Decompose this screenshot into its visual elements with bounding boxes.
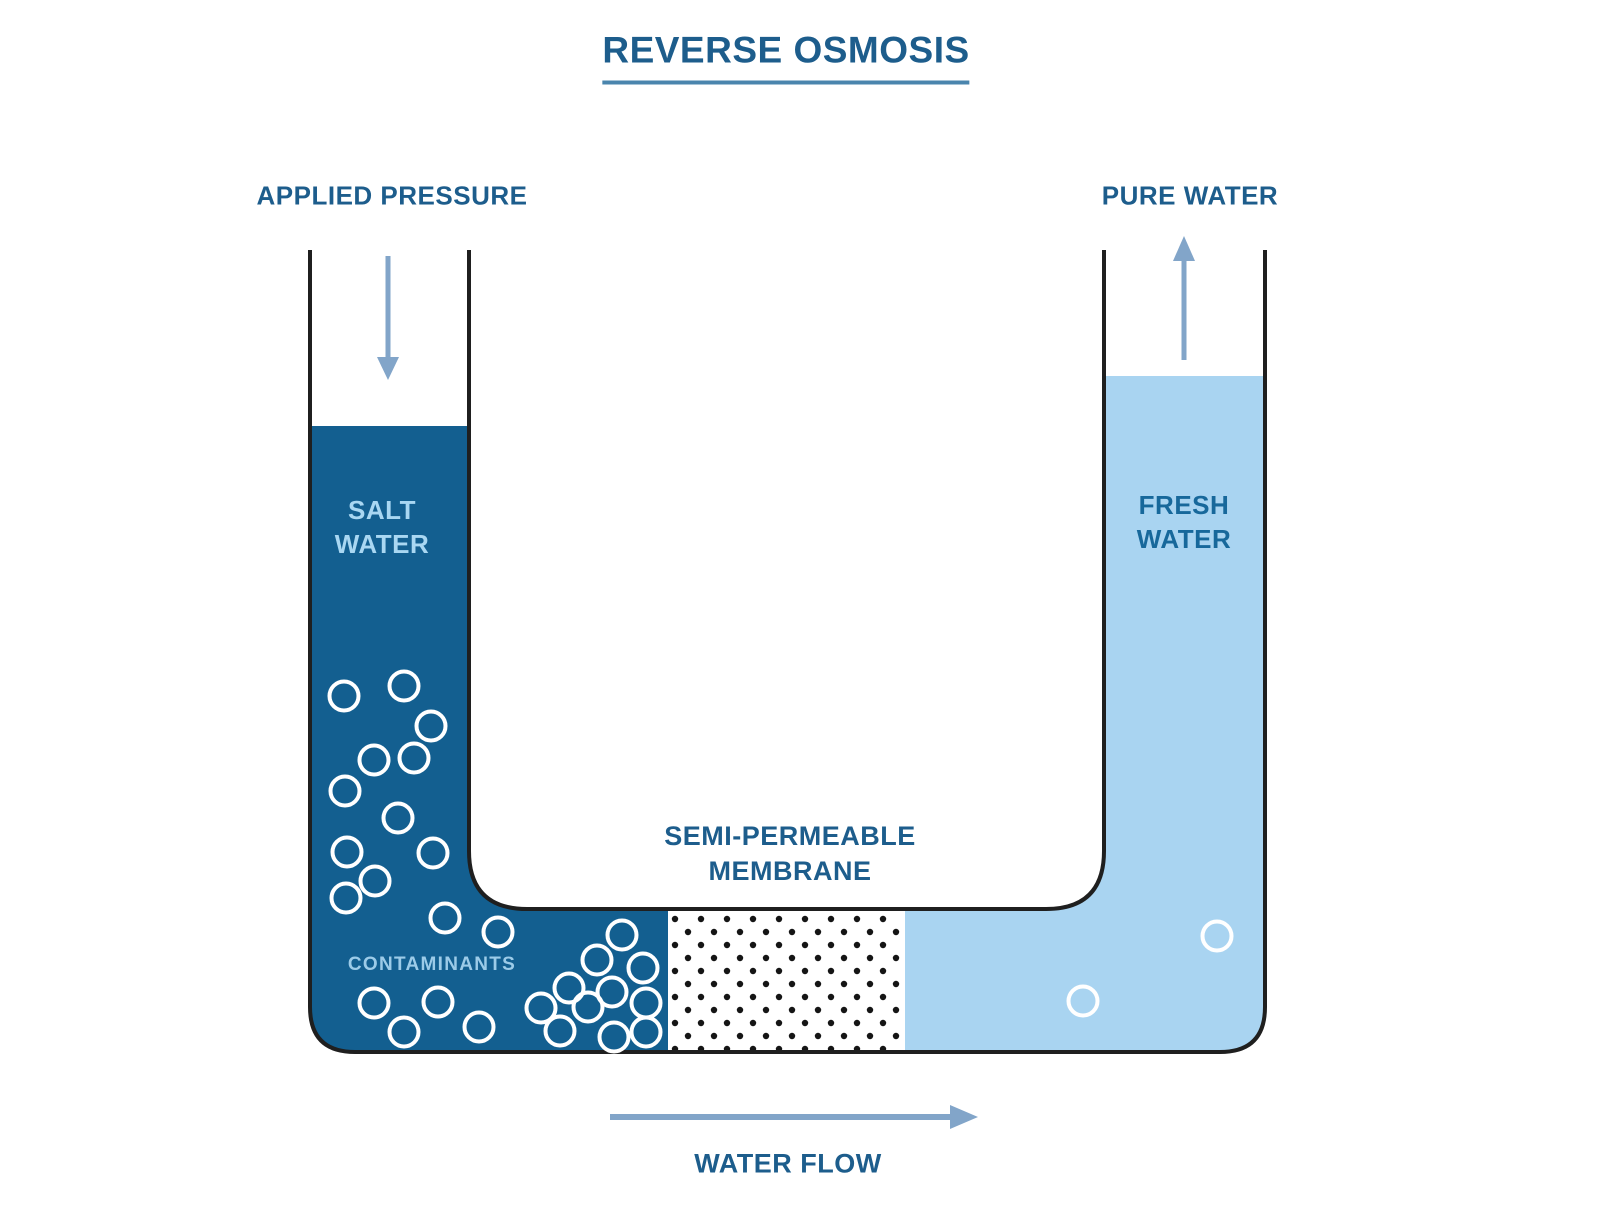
bubble [1200, 919, 1234, 953]
bubble [543, 1014, 577, 1048]
salt-water-fill [310, 426, 668, 1052]
bubble [428, 901, 462, 935]
pure-water-label: PURE WATER [1101, 180, 1279, 211]
bubble [387, 1015, 421, 1049]
page-title: REVERSE OSMOSIS [602, 30, 970, 85]
tube-outer-wall [308, 250, 1267, 1054]
bubble [462, 1010, 496, 1044]
membrane-label-line2: MEMBRANE [708, 856, 872, 886]
bubble [416, 836, 450, 870]
bubble [1066, 984, 1100, 1018]
bubble [481, 915, 515, 949]
bubble [328, 774, 362, 808]
salt-arm-contaminant-bubbles [327, 669, 450, 915]
bubble [580, 943, 614, 977]
bubble [571, 990, 605, 1024]
bubble [626, 951, 660, 985]
bubble [381, 801, 415, 835]
water-flow-label: WATER FLOW [694, 1148, 882, 1179]
semi-permeable-membrane [668, 909, 905, 1052]
salt-water-label-line2: WATER [334, 529, 430, 559]
tube-inner-wall [467, 250, 1106, 911]
fresh-water-fill [905, 376, 1265, 1052]
fresh-water-bubbles [1066, 919, 1234, 1018]
bubble [387, 669, 421, 703]
bubble [357, 986, 391, 1020]
bubble [595, 975, 629, 1009]
water-flow-arrow [610, 1105, 978, 1129]
bubble [605, 918, 639, 952]
bubble [330, 835, 364, 869]
fresh-water-label-line1: FRESH [1138, 490, 1230, 520]
bottom-channel-contaminant-bubbles [357, 901, 663, 1054]
bubble [357, 743, 391, 777]
bubble [524, 991, 558, 1025]
salt-water-label-line1: SALT [348, 495, 416, 525]
bubble [421, 985, 455, 1019]
fresh-water-label: FRESH WATER [1137, 488, 1231, 556]
pure-water-arrow [1173, 236, 1195, 360]
bubble [397, 741, 431, 775]
contaminants-label: CONTAMINANTS [347, 954, 517, 975]
bubble [329, 881, 363, 915]
bubble [414, 709, 448, 743]
applied-pressure-arrow [377, 256, 399, 380]
bubble [629, 1015, 663, 1049]
fresh-water-label-line2: WATER [1136, 524, 1232, 554]
applied-pressure-label: APPLIED PRESSURE [256, 180, 528, 211]
bubble [597, 1020, 631, 1054]
membrane-label-line1: SEMI-PERMEABLE [664, 821, 916, 851]
semi-permeable-membrane-label: SEMI-PERMEABLE MEMBRANE [664, 819, 916, 889]
salt-water-label: SALT WATER [335, 493, 429, 561]
bubble [358, 864, 392, 898]
bubble [327, 679, 361, 713]
bubble [552, 971, 586, 1005]
